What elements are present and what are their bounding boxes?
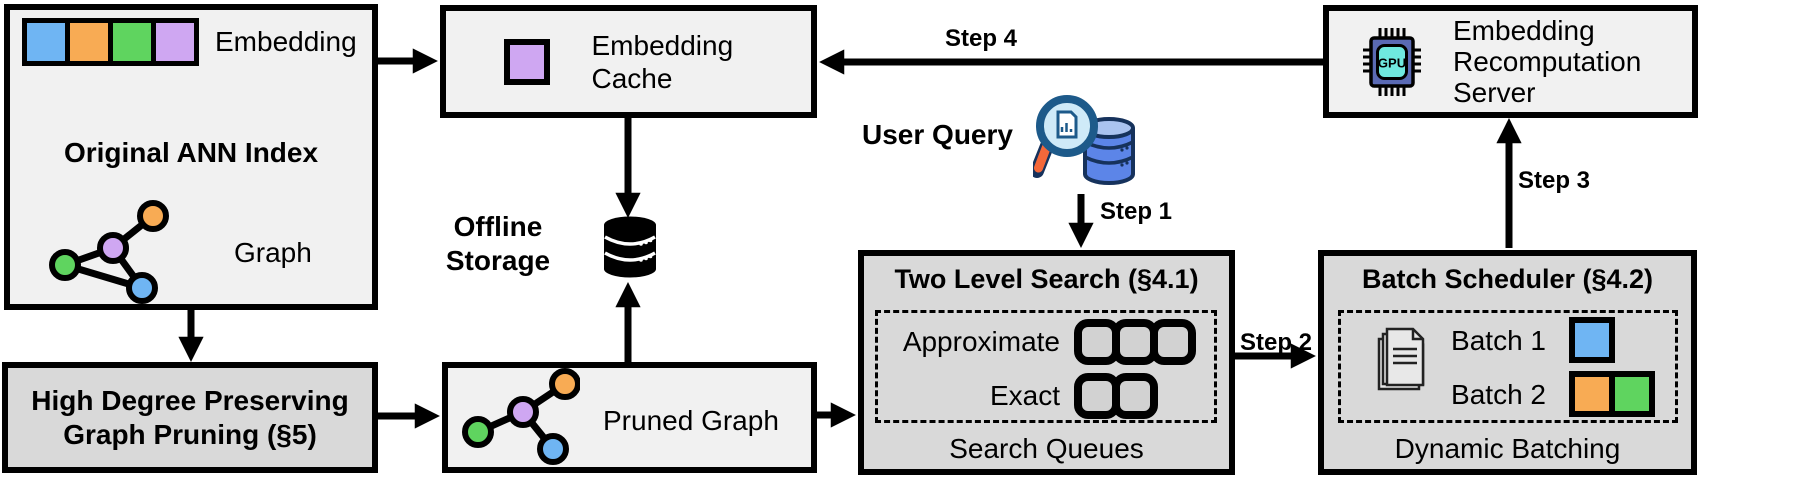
exact-label: Exact xyxy=(989,380,1060,411)
embedding-cell-purple xyxy=(156,23,194,61)
batch1-square-blue xyxy=(1569,317,1615,363)
dynamic-batching-panel: Batch 1 Batch 2 xyxy=(1338,310,1678,423)
graph-pruning-title-line1: High Degree Preserving xyxy=(31,384,349,416)
search-queues-panel: Approximate Exact xyxy=(875,310,1217,423)
documents-icon xyxy=(1377,327,1425,391)
embedding-cell-orange xyxy=(70,23,108,61)
step3-label: Step 3 xyxy=(1518,167,1591,194)
ann-graph-icon xyxy=(49,200,169,304)
pruned-graph-icon xyxy=(462,368,580,465)
pruned-graph-box: Pruned Graph xyxy=(442,362,817,473)
two-level-search-box: Two Level Search (§4.1) Approximate Exac… xyxy=(858,250,1235,475)
embedding-cache-box: Embedding Cache xyxy=(440,5,817,118)
embedding-cell-green xyxy=(113,23,151,61)
document-in-lens xyxy=(1056,110,1078,139)
queue-slot xyxy=(1112,373,1158,419)
embedding-cache-label: Embedding Cache xyxy=(591,29,734,94)
batch2-square-orange xyxy=(1569,371,1615,417)
graph-node-green xyxy=(462,416,494,448)
search-queues-label: Search Queues xyxy=(949,433,1144,464)
embedding-label: Embedding xyxy=(215,26,357,58)
query-database xyxy=(1083,117,1135,185)
embedding-cell-blue xyxy=(27,23,65,61)
gpu-chip-icon: GPU xyxy=(1363,27,1421,96)
offline-storage-database-icon xyxy=(604,216,656,278)
original-ann-index-title: Original ANN Index xyxy=(63,137,319,168)
pruned-graph-label: Pruned Graph xyxy=(603,405,779,436)
approximate-label: Approximate xyxy=(902,326,1060,357)
graph-node-orange xyxy=(549,368,580,400)
recomputation-server-label: Embedding Recomputation Server xyxy=(1453,15,1642,108)
batch-scheduler-box: Batch Scheduler (§4.2) Batch 1 Batch 2 xyxy=(1318,250,1697,475)
graph-node-purple xyxy=(97,232,129,264)
graph-node-orange xyxy=(137,200,169,232)
batch1-label: Batch 1 xyxy=(1451,325,1546,356)
step4-label: Step 4 xyxy=(944,25,1018,52)
approximate-queue-row: Approximate xyxy=(878,318,1208,366)
graph-node-blue xyxy=(126,272,158,304)
graph-node-purple xyxy=(507,396,539,428)
embedding-vector-icon xyxy=(22,18,199,66)
batch2-label: Batch 2 xyxy=(1451,379,1546,410)
dynamic-batching-label: Dynamic Batching xyxy=(1394,433,1621,464)
batch2-square-green xyxy=(1609,371,1655,417)
user-query-search-icon xyxy=(1033,95,1135,185)
queue-slot xyxy=(1150,319,1196,365)
recomputation-server-box: GPU Embedding Recomputation Server xyxy=(1323,5,1698,118)
graph-node-blue xyxy=(537,433,569,465)
embedding-strip: Embedding xyxy=(22,18,357,66)
batch-scheduler-title: Batch Scheduler (§4.2) xyxy=(1361,264,1654,294)
two-level-search-title: Two Level Search (§4.1) xyxy=(894,264,1199,294)
graph-pruning-box: High Degree Preserving Graph Pruning (§5… xyxy=(2,362,378,473)
graph-pruning-title-line2: Graph Pruning (§5) xyxy=(63,418,317,450)
gpu-chip-label: GPU xyxy=(1378,55,1406,70)
original-ann-index-box: Embedding Original ANN Index Graph xyxy=(4,4,378,310)
step1-label: Step 1 xyxy=(1100,198,1173,225)
graph-node-green xyxy=(49,249,81,281)
graph-label: Graph xyxy=(234,237,312,268)
cached-embedding-icon xyxy=(503,38,550,85)
step2-label: Step 2 xyxy=(1239,329,1313,356)
user-query-label: User Query xyxy=(862,119,1013,150)
exact-queue-row: Exact xyxy=(878,372,1208,420)
offline-storage-label: Offline Storage xyxy=(445,211,551,276)
